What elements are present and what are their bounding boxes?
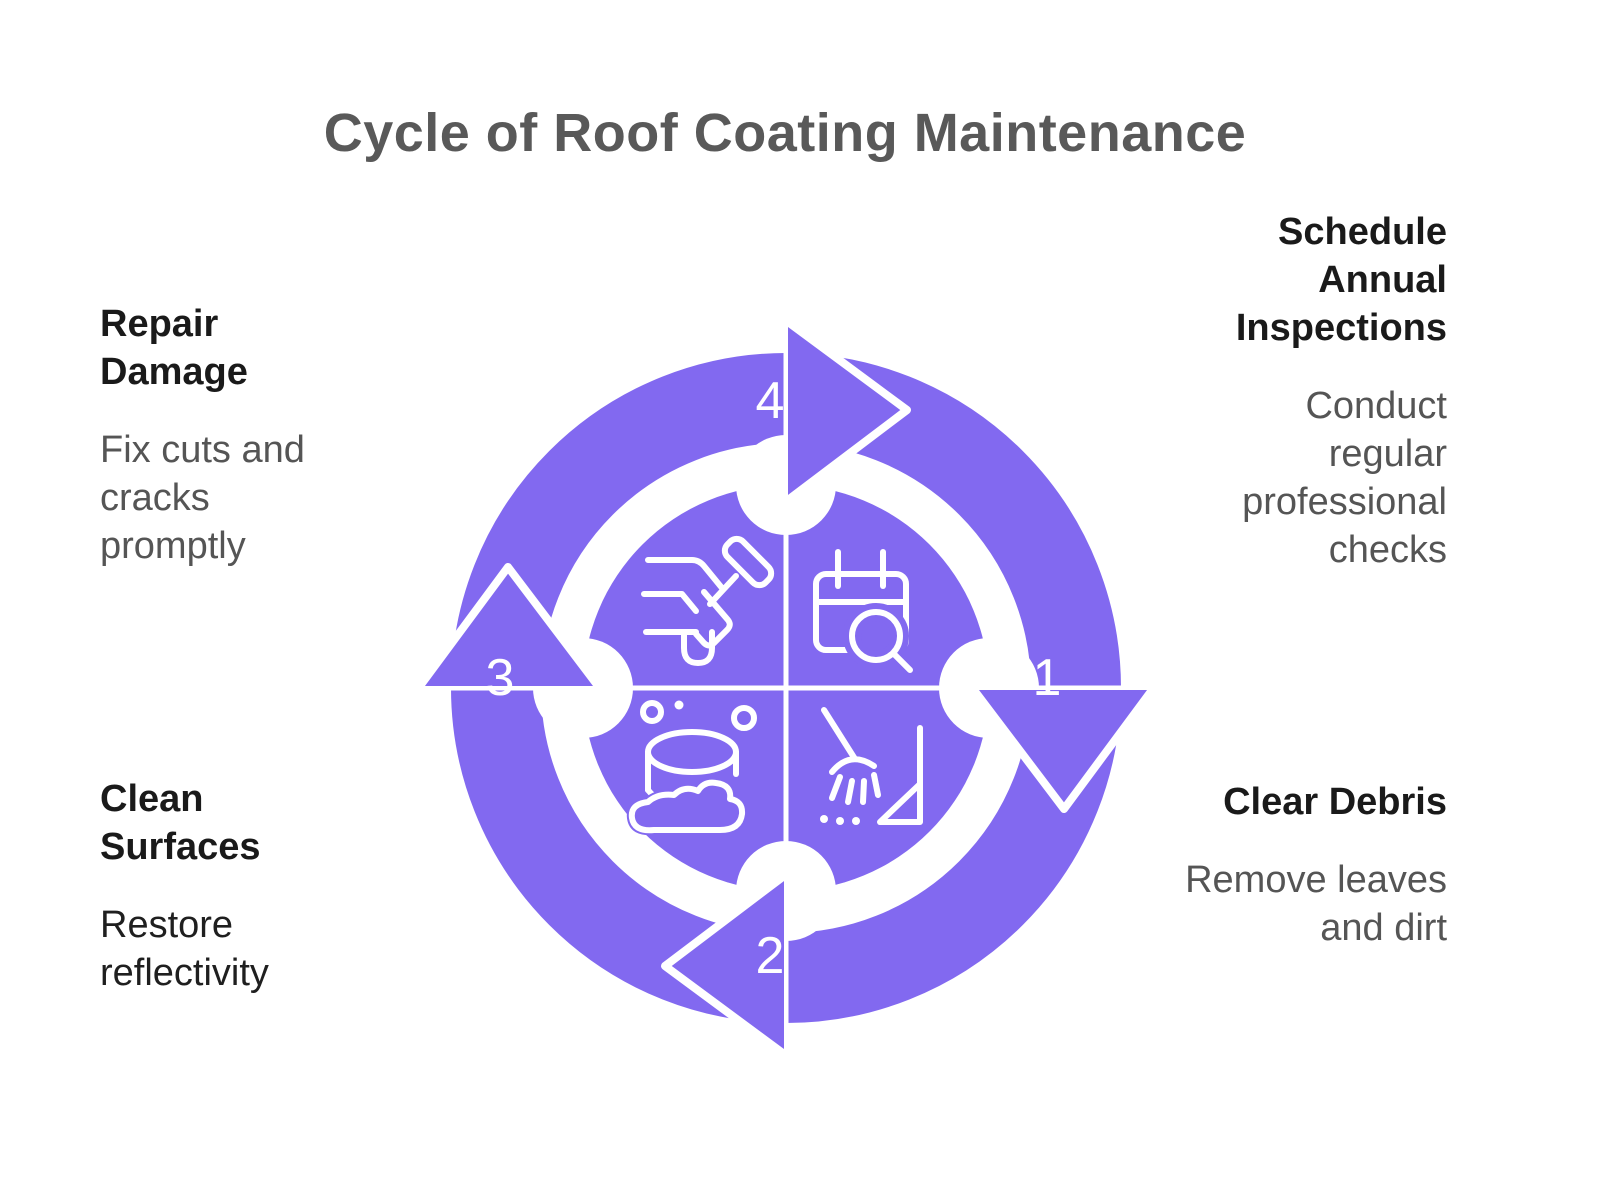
calendar-search-icon: [813, 549, 913, 673]
step-1-number: 1: [1033, 649, 1062, 707]
quadrant-dividers: [583, 485, 989, 891]
step-4-description: Conduct regular professional checks: [1242, 385, 1447, 571]
arrow-step-2: [661, 872, 787, 1058]
step-1-heading: Clear Debris: [1223, 781, 1447, 823]
cycle-diagram: 1 2 3 4: [411, 313, 1161, 1063]
step-3-text-block: Repair Damage Fix cuts and cracks prompt…: [100, 300, 335, 570]
step-3-number: 3: [486, 649, 515, 707]
arrow-step-3: [416, 563, 602, 689]
arrow-step-4: [785, 318, 911, 504]
broom-dustpan-icon: [820, 707, 923, 825]
step-2-description: Restore reflectivity: [100, 904, 269, 994]
step-3-description: Fix cuts and cracks promptly: [100, 429, 305, 567]
step-1-description: Remove leaves and dirt: [1185, 859, 1447, 949]
step-3-heading: Repair Damage: [100, 303, 248, 393]
arrow-step-1: [970, 687, 1156, 813]
step-4-heading: Schedule Annual Inspections: [1235, 211, 1447, 349]
step-4-text-block: Schedule Annual Inspections Conduct regu…: [1197, 208, 1447, 574]
step-4-number: 4: [756, 372, 785, 430]
step-2-text-block: Clean Surfaces Restore reflectivity: [100, 775, 335, 997]
sponge-suds-icon: [626, 700, 757, 836]
step-2-heading: Clean Surfaces: [100, 778, 261, 868]
step-1-text-block: Clear Debris Remove leaves and dirt: [1137, 778, 1447, 952]
page-title: Cycle of Roof Coating Maintenance: [323, 103, 1247, 163]
step-2-number: 2: [756, 927, 785, 985]
cycle-arrows: [416, 318, 1156, 1058]
caulk-gun-hammer-icon: [641, 535, 775, 666]
step-numbers: 1 2 3 4: [486, 372, 1062, 985]
